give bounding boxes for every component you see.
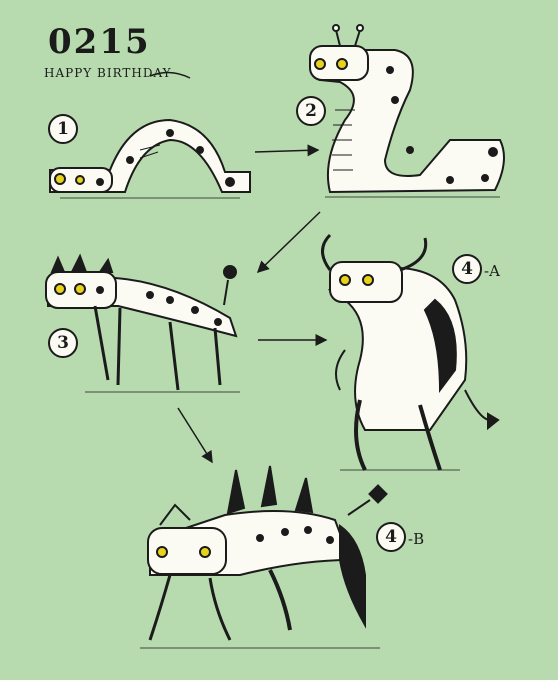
creature-stage-1 <box>49 118 251 193</box>
stage-badge-4b: 4 <box>376 522 406 552</box>
creature-stage-2 <box>309 24 505 194</box>
stage-badge-1: 1 <box>48 114 78 144</box>
subtitle: HAPPY BIRTHDAY <box>44 66 172 80</box>
arrow-2-to-3 <box>256 211 321 274</box>
stage-badge-4a: 4 <box>452 254 482 284</box>
creature-stage-4a <box>321 233 500 471</box>
stage-suffix-4b: -B <box>408 530 425 548</box>
arrow-1-to-2 <box>254 144 320 157</box>
subtitle-flourish <box>149 71 191 79</box>
stage-badge-2: 2 <box>296 96 326 126</box>
ground-lines <box>60 196 500 649</box>
title: 0215 <box>48 22 151 62</box>
creature-stage-3 <box>45 253 238 391</box>
arrow-3-to-4b <box>177 407 213 464</box>
stage-suffix-4a: -A <box>484 262 500 280</box>
stage-badge-3: 3 <box>48 328 78 358</box>
creature-stage-4b <box>147 465 388 641</box>
